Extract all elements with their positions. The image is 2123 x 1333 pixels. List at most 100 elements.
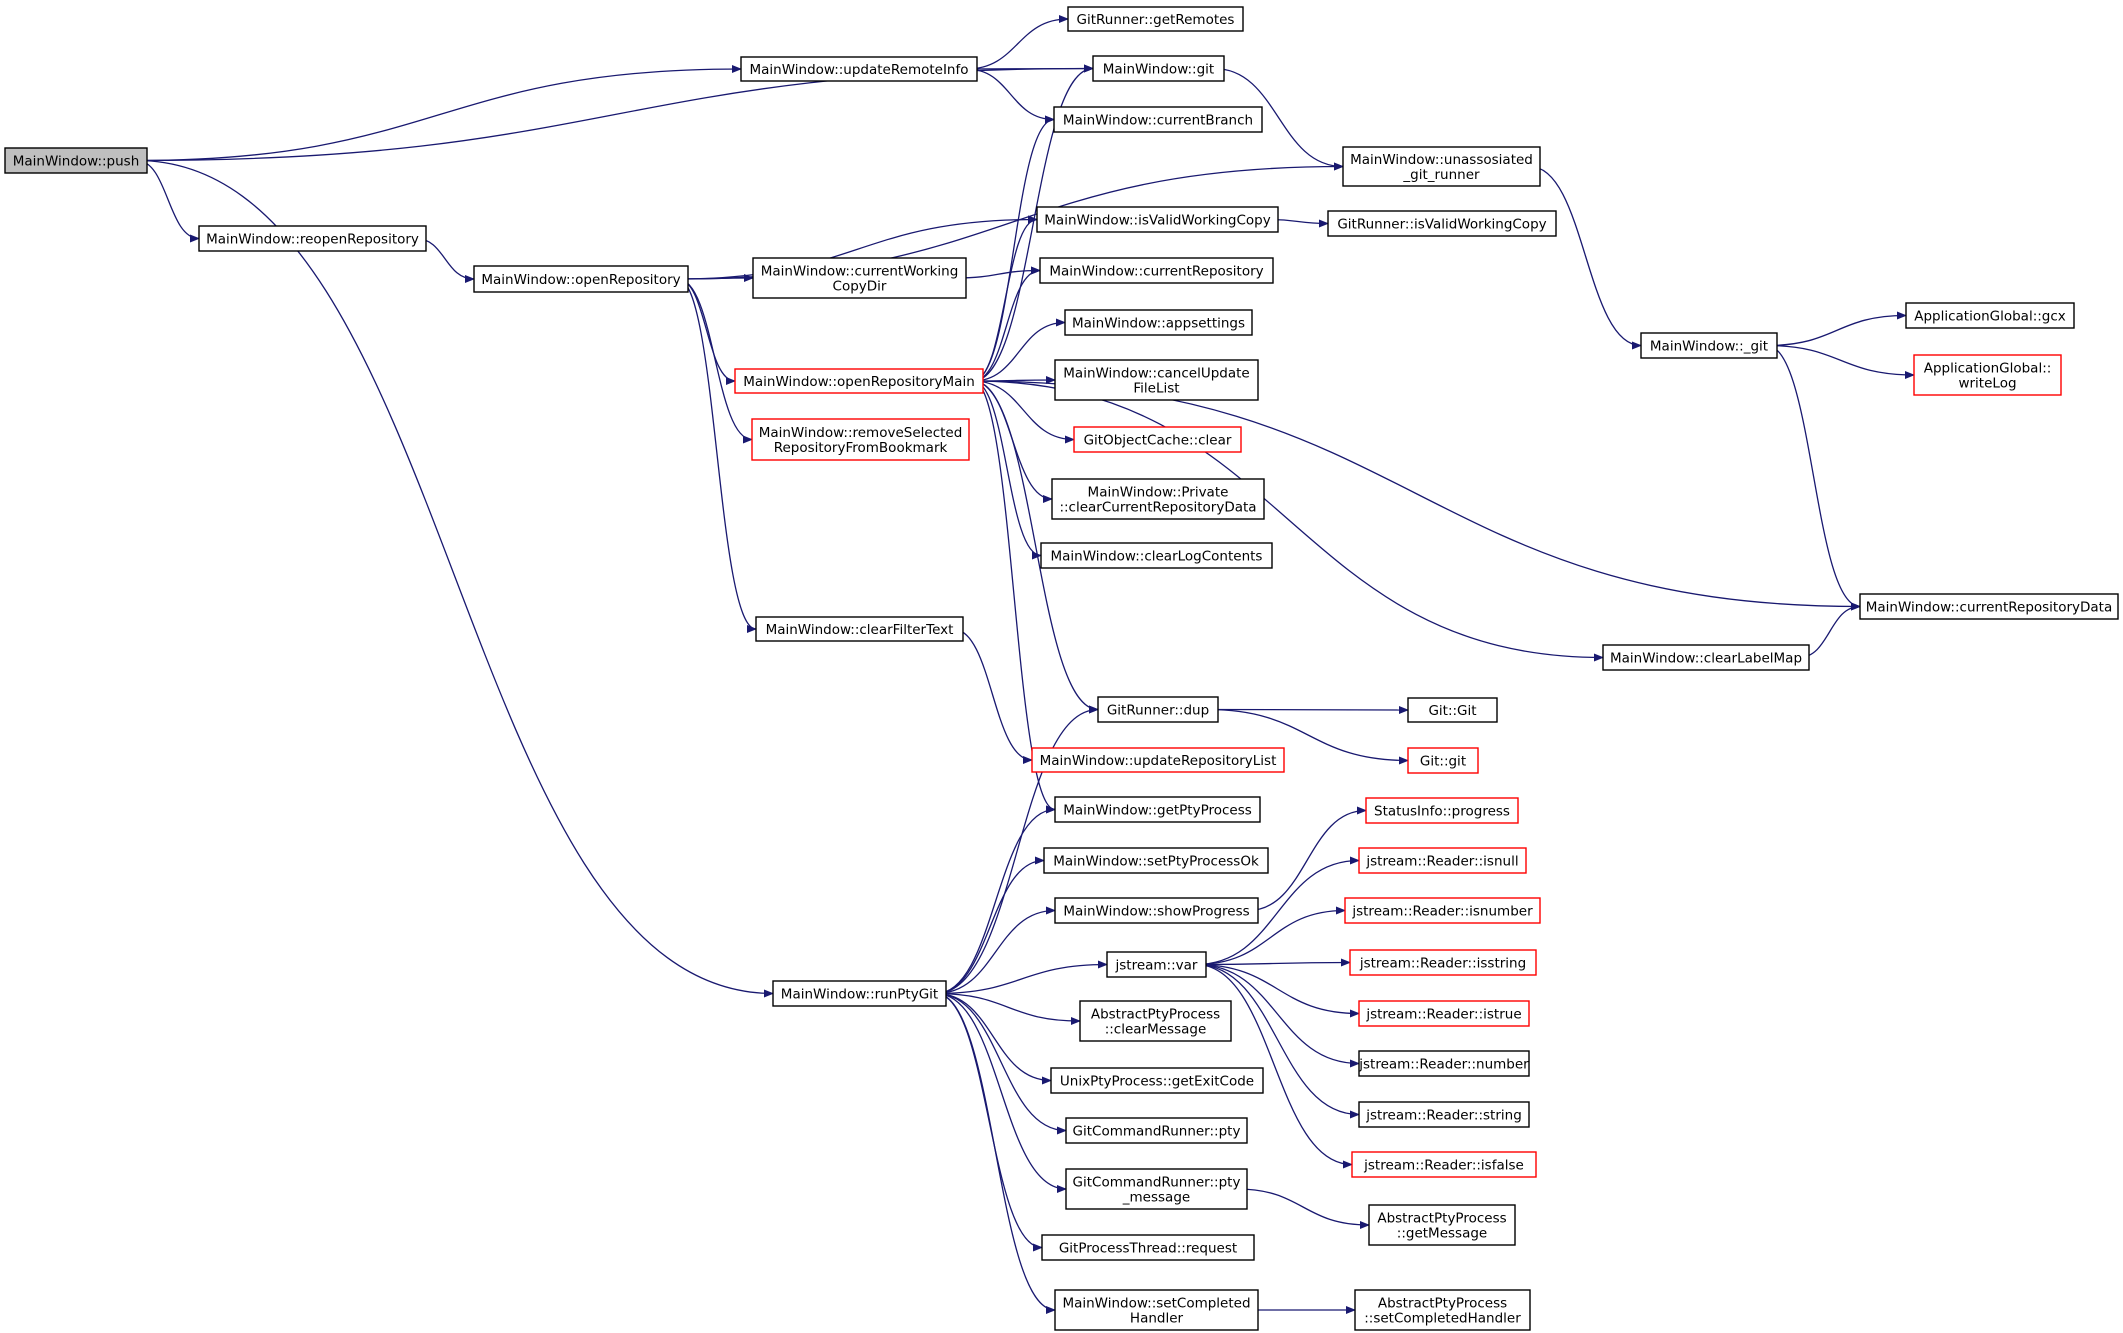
node-currentRepositoryData[interactable]: MainWindow::currentRepositoryData xyxy=(1859,593,2119,620)
edge-updateRemoteInfo-to-getRemotes xyxy=(966,15,1069,70)
edge-runPtyGit-to-setCompletedHandler xyxy=(935,992,1056,1314)
node-setCompletedHandler[interactable]: MainWindow::setCompletedHandler xyxy=(1054,1289,1259,1331)
node-updateRepositoryList[interactable]: MainWindow::updateRepositoryList xyxy=(1031,747,1285,773)
node-gitGit[interactable]: Git::Git xyxy=(1407,697,1498,723)
node-label: GitCommandRunner::pty xyxy=(1073,1124,1241,1140)
node-getMessage[interactable]: AbstractPtyProcess::getMessage xyxy=(1368,1204,1516,1246)
node-push[interactable]: MainWindow::push xyxy=(4,147,148,174)
node-label: MainWindow::unassosiated xyxy=(1350,152,1533,168)
node-box xyxy=(1043,847,1269,874)
node-var[interactable]: jstream::var xyxy=(1106,951,1207,978)
node-dup[interactable]: GitRunner::dup xyxy=(1097,696,1219,723)
node-getRemotes[interactable]: GitRunner::getRemotes xyxy=(1067,6,1244,32)
node-label: GitProcessThread::request xyxy=(1059,1241,1237,1257)
node-box xyxy=(1051,478,1265,520)
node-getExitCode[interactable]: UnixPtyProcess::getExitCode xyxy=(1050,1067,1264,1094)
node-gr_isValidWorkingCopy[interactable]: GitRunner::isValidWorkingCopy xyxy=(1327,210,1557,237)
edge-unassosiated-to-_git xyxy=(1529,165,1642,350)
node-label: MainWindow::updateRepositoryList xyxy=(1040,753,1277,769)
node-box xyxy=(1913,354,2062,396)
node-pty_message[interactable]: GitCommandRunner::pty_message xyxy=(1065,1168,1248,1210)
node-openRepositoryMain[interactable]: MainWindow::openRepositoryMain xyxy=(734,368,984,394)
node-string[interactable]: jstream::Reader::string xyxy=(1358,1101,1530,1128)
edge-mw_git-to-unassosiated xyxy=(1213,67,1344,171)
edge-runPtyGit-to-getExitCode xyxy=(935,992,1052,1085)
node-box xyxy=(751,418,970,461)
node-label: MainWindow::runPtyGit xyxy=(781,987,938,1003)
node-label: writeLog xyxy=(1958,376,2016,392)
node-box xyxy=(752,257,967,299)
node-mw_git[interactable]: MainWindow::git xyxy=(1092,55,1225,82)
node-gocClear[interactable]: GitObjectCache::clear xyxy=(1073,426,1242,453)
node-progress[interactable]: StatusInfo::progress xyxy=(1365,797,1519,824)
node-label: GitObjectCache::clear xyxy=(1084,433,1232,449)
node-box xyxy=(1407,697,1498,723)
node-clearLogContents[interactable]: MainWindow::clearLogContents xyxy=(1040,542,1273,569)
node-box xyxy=(1064,309,1253,336)
node-label: MainWindow::currentRepository xyxy=(1049,264,1263,280)
node-label: MainWindow::openRepository xyxy=(481,272,680,288)
edge-dup-to-gitgit xyxy=(1207,708,1409,765)
node-label: jstream::Reader::isstring xyxy=(1359,956,1526,972)
node-_git[interactable]: MainWindow::_git xyxy=(1640,332,1778,359)
node-apSetCompletedHandler[interactable]: AbstractPtyProcess::setCompletedHandler xyxy=(1354,1289,1531,1331)
node-istrue[interactable]: jstream::Reader::istrue xyxy=(1358,1000,1530,1027)
node-label: MainWindow::openRepositoryMain xyxy=(743,374,975,390)
node-clearFilterText[interactable]: MainWindow::clearFilterText xyxy=(755,616,964,642)
node-showProgress[interactable]: MainWindow::showProgress xyxy=(1054,897,1259,924)
node-isnumber[interactable]: jstream::Reader::isnumber xyxy=(1344,897,1541,924)
node-label: MainWindow::showProgress xyxy=(1063,904,1249,920)
node-label: MainWindow::reopenRepository xyxy=(206,232,419,248)
node-label: MainWindow::currentRepositoryData xyxy=(1866,600,2113,616)
node-isnull[interactable]: jstream::Reader::isnull xyxy=(1358,847,1527,874)
node-appsettings[interactable]: MainWindow::appsettings xyxy=(1064,309,1253,336)
node-writeLog[interactable]: ApplicationGlobal::writeLog xyxy=(1913,354,2062,396)
node-clearMessage[interactable]: AbstractPtyProcess::clearMessage xyxy=(1079,1000,1232,1042)
node-box xyxy=(1073,426,1242,453)
node-removeSelected[interactable]: MainWindow::removeSelectedRepositoryFrom… xyxy=(751,418,970,461)
node-label: ::getMessage xyxy=(1397,1226,1487,1242)
node-isstring[interactable]: jstream::Reader::isstring xyxy=(1349,949,1537,976)
node-openRepository[interactable]: MainWindow::openRepository xyxy=(473,265,689,293)
node-number[interactable]: jstream::Reader::number xyxy=(1358,1050,1530,1077)
node-label: ::clearCurrentRepositoryData xyxy=(1059,500,1256,516)
node-unassosiated[interactable]: MainWindow::unassosiated_git_runner xyxy=(1342,146,1541,187)
node-reopenRepository[interactable]: MainWindow::reopenRepository xyxy=(198,225,427,252)
node-setPtyProcessOk[interactable]: MainWindow::setPtyProcessOk xyxy=(1043,847,1269,874)
node-box xyxy=(1054,796,1261,823)
node-clearLabelMap[interactable]: MainWindow::clearLabelMap xyxy=(1602,644,1810,671)
node-request[interactable]: GitProcessThread::request xyxy=(1041,1234,1255,1261)
node-label: AbstractPtyProcess xyxy=(1378,1296,1507,1312)
node-isfalse[interactable]: jstream::Reader::isfalse xyxy=(1351,1151,1537,1178)
node-privClear[interactable]: MainWindow::Private::clearCurrentReposit… xyxy=(1051,478,1265,520)
edge-currentWorkingCopyDir-to-currentRepository xyxy=(955,266,1041,279)
node-isValidWorkingCopy[interactable]: MainWindow::isValidWorkingCopy xyxy=(1036,206,1279,233)
edge-push-to-updateRemoteInfo xyxy=(136,65,742,162)
node-box xyxy=(4,147,148,174)
node-box xyxy=(1106,951,1207,978)
node-box xyxy=(734,368,984,394)
node-runPtyGit[interactable]: MainWindow::runPtyGit xyxy=(772,980,947,1007)
edge-var-to-istrue xyxy=(1195,963,1360,1018)
node-layer: MainWindow::push MainWindow::updateRemote… xyxy=(4,6,2119,1331)
node-box xyxy=(1053,106,1263,133)
node-label: Git::git xyxy=(1420,754,1466,770)
node-gitgit[interactable]: Git::git xyxy=(1407,747,1479,774)
edge-openRepositoryMain-to-mw_git xyxy=(972,64,1094,382)
edge-openRepositoryMain-to-isValidWorkingCopy xyxy=(972,215,1038,382)
node-updateRemoteInfo[interactable]: MainWindow::updateRemoteInfo xyxy=(740,56,978,82)
node-pty[interactable]: GitCommandRunner::pty xyxy=(1065,1117,1248,1144)
node-box xyxy=(1031,747,1285,773)
node-gcx[interactable]: ApplicationGlobal::gcx xyxy=(1905,302,2075,329)
node-label: GitRunner::dup xyxy=(1107,703,1209,719)
node-label: StatusInfo::progress xyxy=(1374,804,1510,820)
node-currentBranch[interactable]: MainWindow::currentBranch xyxy=(1053,106,1263,133)
node-box xyxy=(1054,1289,1259,1331)
node-label: FileList xyxy=(1133,381,1179,397)
node-box xyxy=(1351,1151,1537,1178)
node-getPtyProcess[interactable]: MainWindow::getPtyProcess xyxy=(1054,796,1261,823)
node-box xyxy=(1036,206,1279,233)
node-currentRepository[interactable]: MainWindow::currentRepository xyxy=(1039,257,1274,284)
